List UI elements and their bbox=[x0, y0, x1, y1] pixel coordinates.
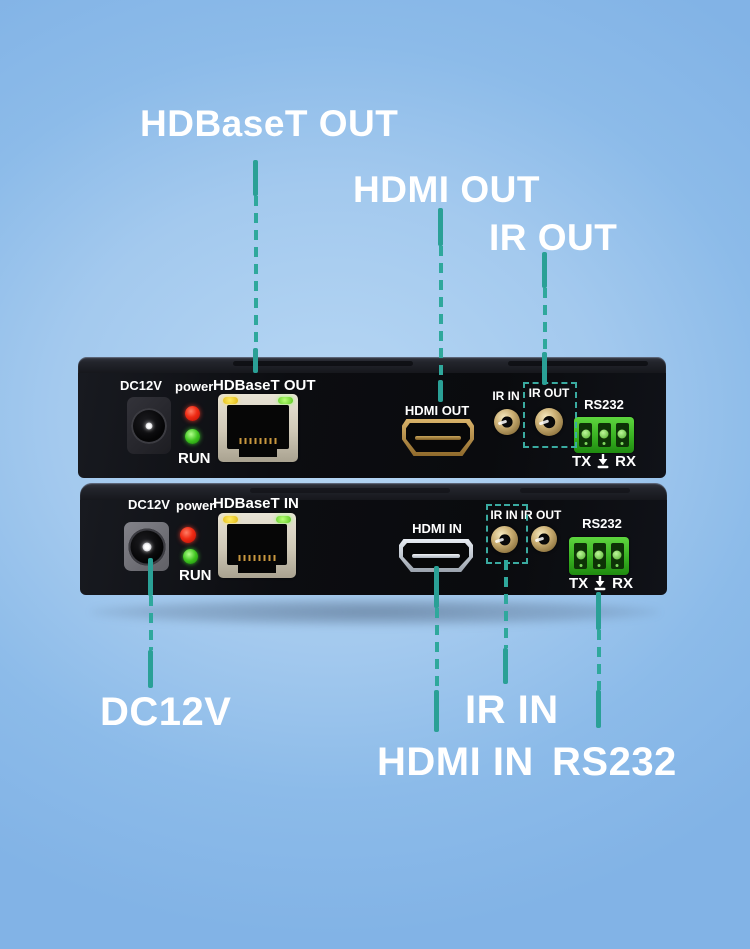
txrx-row: TX RX bbox=[564, 453, 644, 470]
run-led bbox=[183, 549, 198, 564]
panel-label-hdbaset-in: HDBaseT IN bbox=[213, 495, 299, 512]
panel-label-hdmi-out: HDMI OUT bbox=[404, 403, 470, 418]
bottom-device: DC12V power HDBaseT IN RUN HDMI IN IR IN… bbox=[80, 483, 667, 595]
ir-in-jack bbox=[491, 526, 518, 553]
hdmi-out-port bbox=[402, 419, 474, 456]
panel-label-hdmi-in: HDMI IN bbox=[412, 521, 462, 536]
rx-label: RX bbox=[612, 575, 633, 592]
txrx-row: TX RX bbox=[561, 575, 641, 592]
panel-label-dc12v: DC12V bbox=[128, 497, 170, 512]
panel-label-run: RUN bbox=[179, 567, 212, 584]
ir-out-highlight-box bbox=[523, 382, 577, 448]
callout-ir-out: IR OUT bbox=[489, 217, 618, 258]
panel-label-ir-out: IR OUT bbox=[528, 386, 570, 400]
panel-label-rs232: RS232 bbox=[582, 516, 622, 531]
rs232-terminal bbox=[569, 537, 629, 575]
hdbaset-rj45-port bbox=[218, 513, 296, 578]
panel-label-rs232: RS232 bbox=[584, 397, 624, 412]
bottom-device-top-face bbox=[80, 483, 667, 501]
callout-dc12v: DC12V bbox=[100, 690, 232, 734]
callout-rs232: RS232 bbox=[552, 740, 677, 784]
panel-label-ir-in: IR IN bbox=[490, 508, 518, 522]
ground-icon bbox=[594, 576, 606, 591]
panel-label-ir-in: IR IN bbox=[492, 389, 520, 403]
callout-hdmi-in: HDMI IN bbox=[377, 740, 534, 784]
device-shadow bbox=[90, 598, 660, 626]
callout-hdmi-out: HDMI OUT bbox=[353, 169, 540, 210]
callout-hdbaset-out: HDBaseT OUT bbox=[140, 103, 399, 144]
top-device: DC12V power HDBaseT OUT RUN HDMI OUT IR … bbox=[78, 357, 666, 479]
top-device-top-face bbox=[78, 357, 666, 374]
rs232-terminal bbox=[574, 417, 634, 453]
ir-out-jack bbox=[531, 526, 557, 552]
tx-label: TX bbox=[571, 453, 592, 470]
ir-in-highlight-box bbox=[486, 504, 528, 564]
panel-label-dc12v: DC12V bbox=[120, 378, 162, 393]
callout-ir-in: IR IN bbox=[465, 688, 559, 732]
power-led bbox=[185, 406, 200, 421]
run-led bbox=[185, 429, 200, 444]
panel-label-hdbaset-out: HDBaseT OUT bbox=[213, 377, 316, 394]
ir-out-jack bbox=[535, 408, 563, 436]
top-device-front-panel bbox=[78, 373, 666, 478]
ir-in-jack bbox=[494, 409, 520, 435]
ground-icon bbox=[597, 454, 609, 469]
panel-label-run: RUN bbox=[178, 450, 211, 467]
panel-label-power: power bbox=[176, 498, 215, 513]
power-led bbox=[180, 527, 196, 543]
rx-label: RX bbox=[615, 453, 636, 470]
panel-label-power: power bbox=[175, 379, 214, 394]
panel-label-ir-out: IR OUT bbox=[520, 508, 562, 522]
dc-power-jack bbox=[127, 397, 171, 454]
tx-label: TX bbox=[568, 575, 589, 592]
dc-power-jack bbox=[124, 522, 169, 571]
hdbaset-rj45-port bbox=[218, 394, 298, 462]
